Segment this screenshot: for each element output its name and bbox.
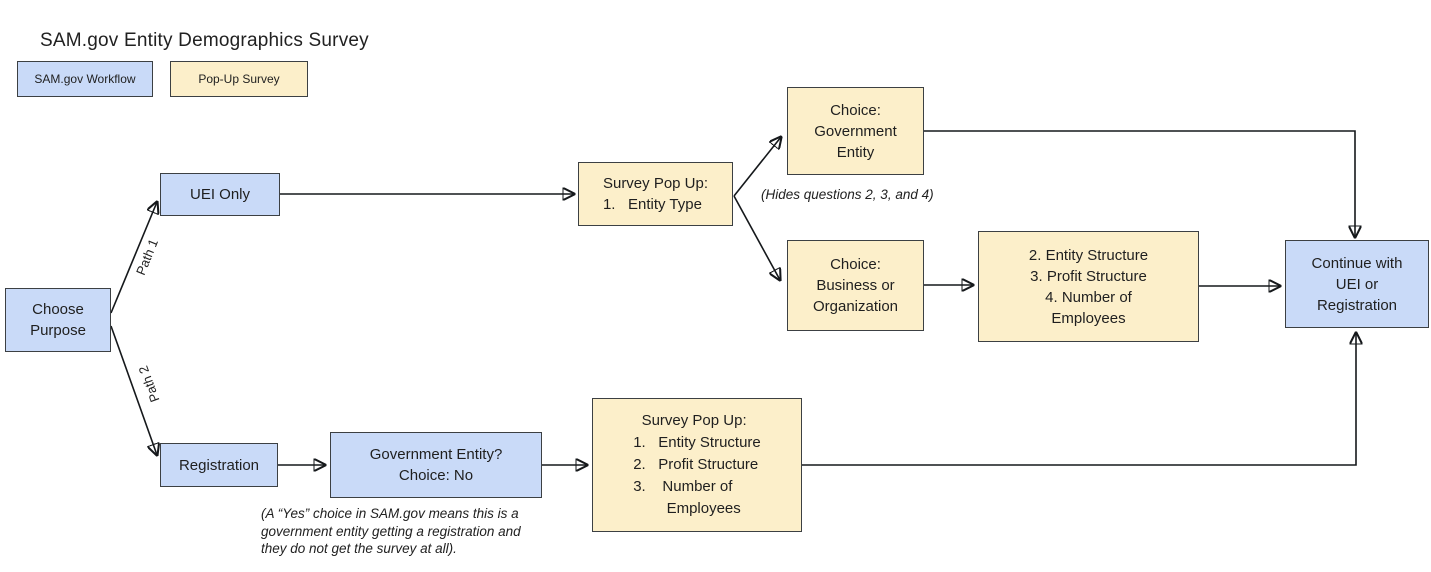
arrow-choice-government-to-continue [923, 130, 1355, 237]
node-continue: Continue with UEI or Registration [1285, 240, 1429, 328]
node-choice-government: Choice: Government Entity [787, 87, 924, 175]
node-registration-label: Registration [178, 456, 260, 474]
node-survey-popup-uei: Survey Pop Up: 1. Entity Type [578, 162, 733, 226]
annotation-yes-note: (A “Yes” choice in SAM.gov means this is… [261, 506, 521, 556]
legend-popup-survey: Pop-Up Survey [170, 61, 308, 97]
arrow-survey-registration-to-continue [802, 333, 1356, 466]
node-choice-business-label: Choice: Business or Organization [812, 256, 899, 315]
node-choose-purpose-label: Choose Purpose [30, 301, 86, 339]
node-survey-popup-uei-label: Survey Pop Up: 1. Entity Type [602, 175, 709, 213]
node-uei-only-label: UEI Only [189, 186, 250, 203]
legend-sam-workflow: SAM.gov Workflow [17, 61, 153, 97]
node-questions-234: 2. Entity Structure 3. Profit Structure … [978, 231, 1199, 342]
node-government-entity-question: Government Entity? Choice: No [330, 432, 542, 498]
node-registration: Registration [160, 443, 278, 487]
legend-sam-workflow-label: SAM.gov Workflow [34, 72, 136, 86]
node-continue-label: Continue with UEI or Registration [1311, 254, 1403, 314]
arrow-choose-to-uei [110, 202, 157, 314]
node-questions-234-label: 2. Entity Structure 3. Profit Structure … [1028, 246, 1149, 327]
annotation-hides-questions: (Hides questions 2, 3, and 4) [761, 187, 934, 202]
arrow-survey-to-choice-business [733, 195, 780, 280]
node-survey-popup-registration: Survey Pop Up: 1. Entity Structure 2. Pr… [592, 398, 802, 532]
legend-popup-survey-label: Pop-Up Survey [198, 72, 280, 86]
node-choice-government-label: Choice: Government Entity [814, 101, 897, 161]
arrow-choose-to-registration [110, 325, 157, 455]
node-government-entity-question-label: Government Entity? Choice: No [369, 446, 503, 484]
node-uei-only: UEI Only [160, 173, 280, 216]
node-choose-purpose: Choose Purpose [5, 288, 111, 352]
page-title: SAM.gov Entity Demographics Survey [40, 30, 369, 51]
node-survey-popup-registration-label: Survey Pop Up: 1. Entity Structure 2. Pr… [633, 412, 761, 517]
arrow-survey-to-choice-government [733, 137, 781, 197]
node-choice-business: Choice: Business or Organization [787, 240, 924, 331]
